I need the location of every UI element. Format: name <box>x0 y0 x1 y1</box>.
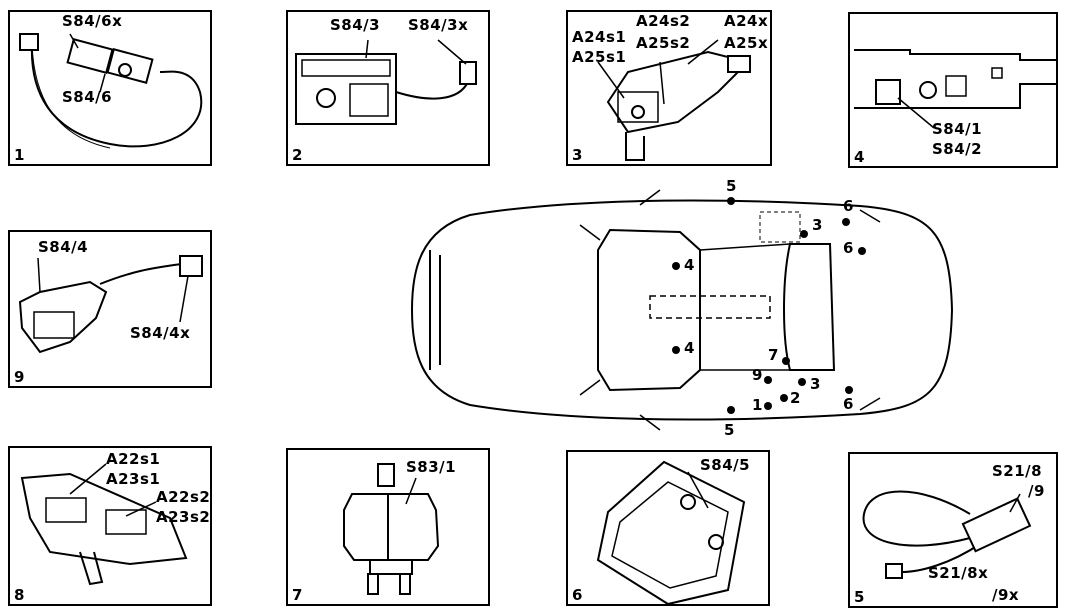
mirror-switch-drawing <box>597 39 751 161</box>
label-slash-9: /9 <box>1028 482 1045 500</box>
marker-dot <box>764 376 772 384</box>
panel-number: 3 <box>572 146 583 164</box>
panel-number: 1 <box>14 146 25 164</box>
panel-6: S84/5 6 <box>566 450 770 606</box>
label-a22s1: A22s1 <box>106 450 161 468</box>
label-a24s2: A24s2 <box>636 12 691 30</box>
panel-3: A24s1 A25s1 A24s2 A25s2 A24x A25x 3 <box>566 10 772 166</box>
label-a25x: A25x <box>724 34 769 52</box>
car-label: 6 <box>843 239 854 257</box>
label-s84-1: S84/1 <box>932 120 983 138</box>
window-switch-drawing <box>20 463 188 586</box>
marker-dot <box>672 346 680 354</box>
panel-number: 7 <box>292 586 303 604</box>
label-s84-4: S84/4 <box>38 238 89 256</box>
label-s84-2: S84/2 <box>932 140 983 158</box>
marker-dot <box>672 262 680 270</box>
panel-5: S21/8 /9 S21/8x /9x 5 <box>848 452 1058 608</box>
panel-1: S84/6x S84/6 1 <box>8 10 212 166</box>
label-a23s1: A23s1 <box>106 470 161 488</box>
car-label: 2 <box>790 389 801 407</box>
car-label: 4 <box>684 339 695 357</box>
label-a25s1: A25s1 <box>572 48 627 66</box>
panel-number: 4 <box>854 148 865 166</box>
marker-dot <box>858 247 866 255</box>
marker-dot <box>780 394 788 402</box>
label-s83-1: S83/1 <box>406 458 457 476</box>
label-a24s1: A24s1 <box>572 28 627 46</box>
car-label: 4 <box>684 256 695 274</box>
switch-wire-drawing <box>19 33 203 149</box>
car-label: 5 <box>724 421 735 439</box>
car-label: 6 <box>843 395 854 413</box>
marker-dot <box>798 378 806 386</box>
panel-9: S84/4 S84/4x 9 <box>8 230 212 388</box>
label-s84-3: S84/3 <box>330 16 381 34</box>
label-s84-3x: S84/3x <box>408 16 469 34</box>
car-label: 5 <box>726 177 737 195</box>
marker-dot <box>727 197 735 205</box>
marker-dot <box>727 406 735 414</box>
car-label: 7 <box>768 346 779 364</box>
door-switch-drawing <box>343 463 440 595</box>
car-label: 9 <box>752 366 763 384</box>
label-s84-4x: S84/4x <box>130 324 191 342</box>
panel-7: S83/1 7 <box>286 448 490 606</box>
panel-number: 8 <box>14 586 25 604</box>
marker-dot <box>845 386 853 394</box>
panel-8: A22s1 A23s1 A22s2 A23s2 8 <box>8 446 212 606</box>
latch-drawing <box>854 49 1056 129</box>
marker-dot <box>764 402 772 410</box>
switch-plate-drawing <box>596 460 746 606</box>
label-s84-6x: S84/6x <box>62 12 123 30</box>
label-a24x: A24x <box>724 12 769 30</box>
label-a22s2: A22s2 <box>156 488 211 506</box>
panel-number: 6 <box>572 586 583 604</box>
car-label: 6 <box>843 197 854 215</box>
marker-dot <box>842 218 850 226</box>
panel-number: 5 <box>854 588 865 606</box>
label-s21-8: S21/8 <box>992 462 1043 480</box>
marker-dot <box>800 230 808 238</box>
car-label: 3 <box>810 375 821 393</box>
label-slash-9x: /9x <box>992 586 1020 604</box>
sensor-wire-drawing <box>862 490 1032 579</box>
panel-number: 9 <box>14 368 25 386</box>
label-a23s2: A23s2 <box>156 508 211 526</box>
label-s21-8x: S21/8x <box>928 564 989 582</box>
car-label: 1 <box>752 396 763 414</box>
switch-module-drawing <box>295 39 477 125</box>
label-s84-5: S84/5 <box>700 456 751 474</box>
label-a25s2: A25s2 <box>636 34 691 52</box>
marker-dot <box>782 357 790 365</box>
label-s84-6: S84/6 <box>62 88 113 106</box>
panel-4: S84/1 S84/2 4 <box>848 12 1058 168</box>
panel-2: S84/3 S84/3x 2 <box>286 10 490 166</box>
panel-number: 2 <box>292 146 303 164</box>
seat-switch-drawing <box>18 255 203 354</box>
car-label: 3 <box>812 216 823 234</box>
